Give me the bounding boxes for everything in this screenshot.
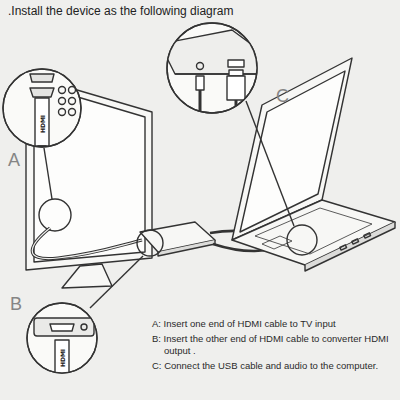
tv-port-marker <box>39 199 71 231</box>
leader-line <box>246 101 294 226</box>
instruction-text: B: Insert the other end of HDMI cable to… <box>152 333 400 357</box>
leader-line <box>44 148 52 199</box>
leader-line <box>90 256 143 308</box>
converter-port-marker <box>137 230 163 256</box>
page-title: .Install the device as the following dia… <box>8 4 233 18</box>
callout-letter: B <box>10 294 22 315</box>
hdmi-cable <box>32 228 142 259</box>
laptop <box>232 58 395 271</box>
converter-box <box>140 222 215 252</box>
tv-monitor <box>26 75 152 288</box>
inset-converter-port <box>27 303 97 376</box>
inset-laptop-ports <box>160 23 262 118</box>
instruction-text: C: Connect the USB cable and audio to th… <box>152 360 400 372</box>
instruction-text: A: Insert one end of HDMI cable to TV in… <box>152 318 400 330</box>
plug-label: HDMI <box>59 348 66 368</box>
laptop-port-marker <box>287 225 317 255</box>
callout-letter: C <box>276 86 289 107</box>
callout-letter: A <box>8 150 20 171</box>
inset-tv-port <box>3 69 81 156</box>
plug-label: HDMI <box>39 114 46 134</box>
